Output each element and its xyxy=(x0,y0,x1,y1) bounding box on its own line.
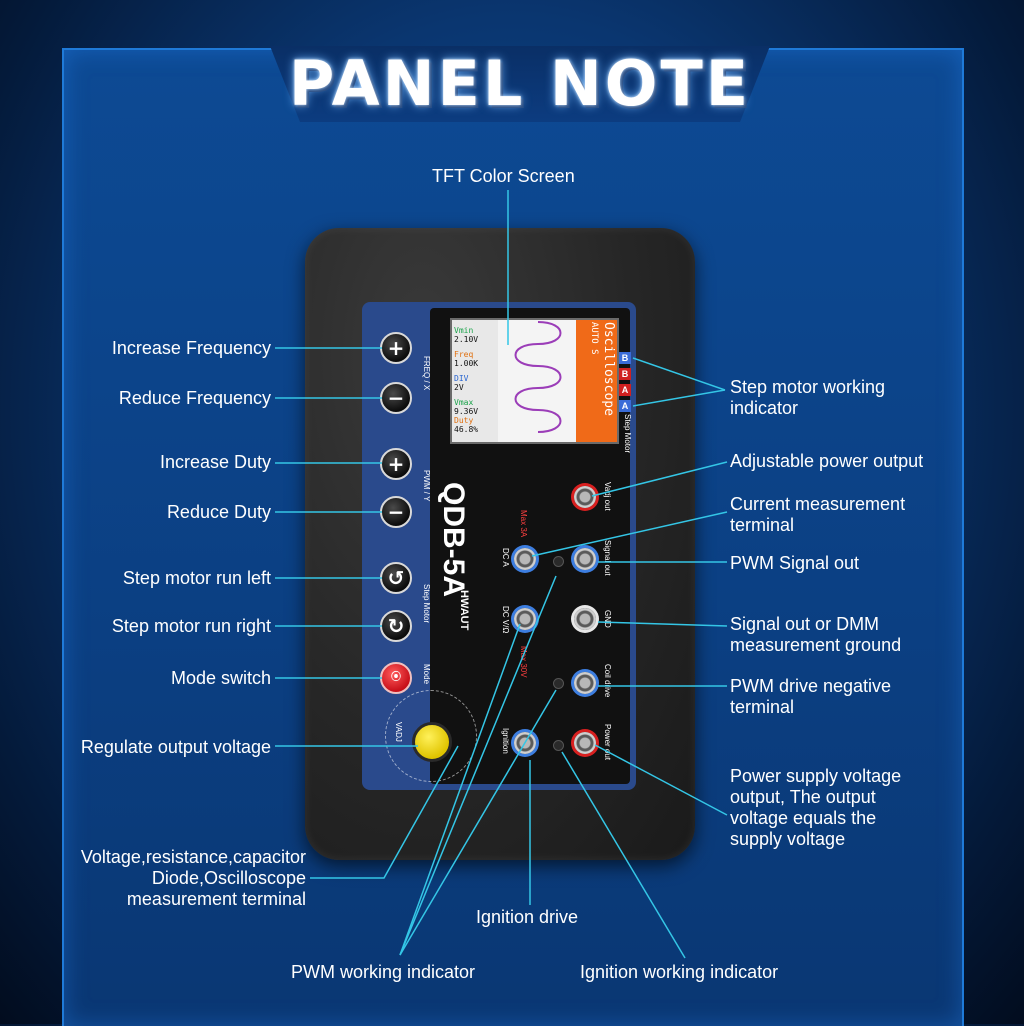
label-pwm-working-indicator: PWM working indicator xyxy=(291,962,476,982)
reduce-duty-button[interactable]: − xyxy=(380,496,412,528)
step-indicator-b2: B xyxy=(619,368,631,380)
readout-value: 9.36V xyxy=(454,407,479,416)
waveform-plot xyxy=(514,321,562,433)
readout-label: Vmax xyxy=(454,398,474,407)
readout-value: 2V xyxy=(454,383,464,392)
readout-value: 1.00K xyxy=(454,359,479,368)
label-tft-screen: TFT Color Screen xyxy=(432,166,575,186)
pwm-led-1 xyxy=(553,556,564,567)
step-indicator-a2: A xyxy=(619,400,631,412)
vadj-out-jack[interactable] xyxy=(574,486,596,508)
readout-value: 46.8% xyxy=(454,425,479,434)
readout-label: Vmin xyxy=(454,326,474,335)
label-pwm-signal-out: PWM Signal out xyxy=(730,553,860,573)
label-regulate-output-voltage: Regulate output voltage xyxy=(80,737,271,757)
step-indicator-a1: A xyxy=(619,384,631,396)
screen-readouts: Vmin 2.10V Freq 1.00K DIV 2V Vmax 9.36V … xyxy=(452,320,498,442)
label-signal-out-dmm-ground: Signal out or DMM measurement ground xyxy=(730,614,902,655)
step-indicator-b1: B xyxy=(619,352,631,364)
label-measurement-terminal: Voltage,resistance,capacitor Diode,Oscil… xyxy=(80,847,306,909)
label-step-motor-run-left: Step motor run left xyxy=(122,568,271,588)
voltage-dial-scale xyxy=(385,690,477,782)
mode-box xyxy=(576,320,617,442)
label-current-measurement-terminal: Current measurement terminal xyxy=(730,494,906,535)
pwm-led-2 xyxy=(553,678,564,689)
label-adjustable-power-output: Adjustable power output xyxy=(730,451,924,471)
gnd-jack[interactable] xyxy=(574,608,596,630)
label-step-motor-run-right: Step motor run right xyxy=(111,616,271,636)
label-increase-duty: Increase Duty xyxy=(159,452,271,472)
waveform-trace xyxy=(514,321,562,433)
readout-label: Duty xyxy=(454,416,474,425)
tft-screen: Vmin 2.10V Freq 1.00K DIV 2V Vmax 9.36V … xyxy=(450,318,619,444)
label-step-motor-working-indicator: Step motor working indicator xyxy=(730,377,886,418)
label-ignition-working-indicator: Ignition working indicator xyxy=(580,962,779,982)
increase-duty-button[interactable]: + xyxy=(380,448,412,480)
readout-label: DIV xyxy=(454,374,469,383)
voltage-adjust-knob[interactable] xyxy=(412,722,452,762)
page-title: PANEL NOTE xyxy=(288,47,752,120)
coil-drive-jack[interactable] xyxy=(574,672,596,694)
label-power-supply-voltage-output: Power supply voltage output, The output … xyxy=(730,766,902,849)
reduce-frequency-button[interactable]: − xyxy=(380,382,412,414)
dc-a-jack[interactable] xyxy=(514,548,536,570)
label-reduce-duty: Reduce Duty xyxy=(166,502,271,522)
readout-label: Freq xyxy=(454,350,474,359)
label-increase-frequency: Increase Frequency xyxy=(111,338,271,358)
readout-value: 2.10V xyxy=(454,335,479,344)
step-right-button[interactable]: ↻ xyxy=(380,610,412,642)
power-out-jack[interactable] xyxy=(574,732,596,754)
label-ignition-drive: Ignition drive xyxy=(476,907,579,927)
title-band xyxy=(270,46,770,122)
ignition-led xyxy=(553,740,564,751)
label-pwm-drive-negative-terminal: PWM drive negative terminal xyxy=(730,676,892,717)
signal-out-jack[interactable] xyxy=(574,548,596,570)
label-mode-switch: Mode switch xyxy=(170,668,271,688)
label-reduce-frequency: Reduce Frequency xyxy=(118,388,271,408)
